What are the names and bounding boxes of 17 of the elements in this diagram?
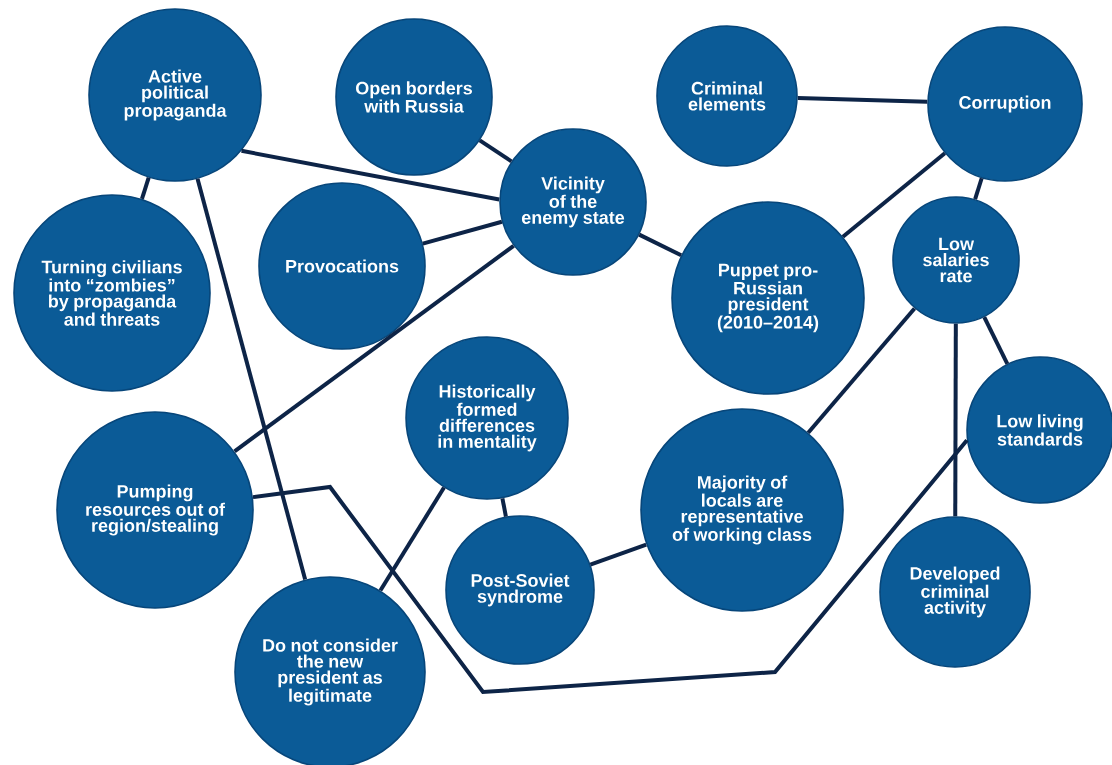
connector-line — [953, 323, 958, 517]
connector-line — [500, 497, 508, 517]
connector-line — [478, 138, 513, 163]
connector-line — [638, 232, 683, 258]
connector-line — [252, 439, 969, 695]
connector-line — [241, 148, 500, 202]
connector-line — [195, 178, 308, 580]
connector-line — [806, 307, 917, 434]
connector-line — [589, 542, 647, 567]
connector-line — [233, 244, 515, 453]
connector-line — [973, 177, 984, 200]
connector-line — [797, 96, 928, 104]
connector-line — [841, 151, 947, 239]
connector-line — [140, 177, 151, 200]
connector-line — [422, 219, 503, 246]
connector-line — [378, 486, 446, 592]
connector-line — [982, 316, 1010, 365]
